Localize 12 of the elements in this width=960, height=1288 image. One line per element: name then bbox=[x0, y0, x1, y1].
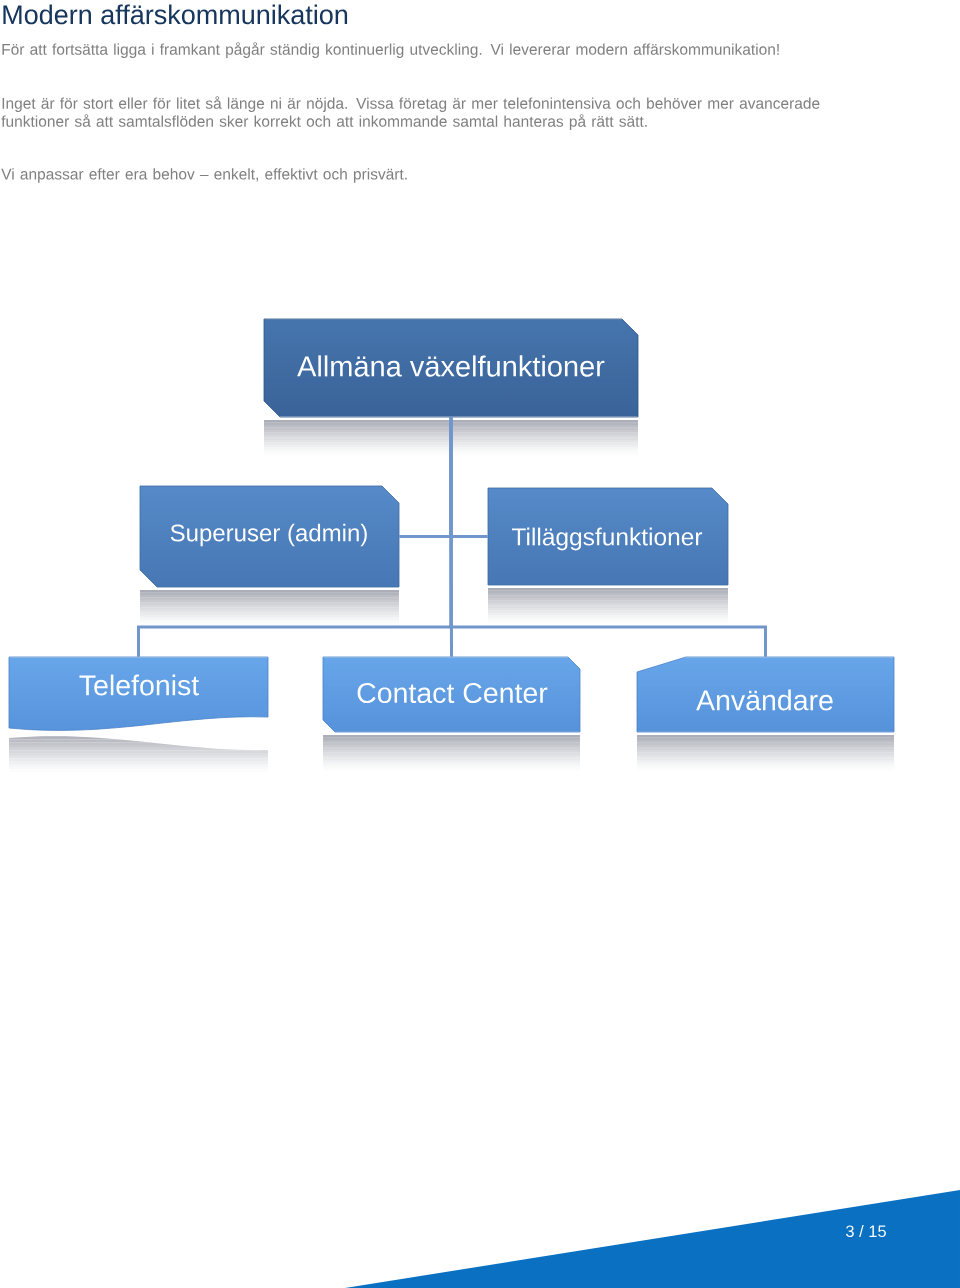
body-paragraph: Inget är för stort eller för litet så länge ni är nöjda. Vissa företag är mer telefonintensiva och behöver mer avancerade funktioner så att samtalsflöden sker korrekt och att inkommande samtal hanteras på rätt sätt. bbox=[1, 96, 820, 130]
org-chart-box: Användare bbox=[636, 656, 895, 733]
org-chart-box: Contact Center bbox=[322, 656, 581, 733]
org-chart-box: Tilläggsfunktioner bbox=[487, 487, 729, 586]
body-paragraph: Vi anpassar efter era behov – enkelt, effektivt och prisvärt. bbox=[1, 168, 407, 183]
org-chart-box: Telefonist bbox=[8, 656, 269, 731]
org-chart-box: Allmäna växelfunktioner bbox=[263, 318, 639, 418]
body-paragraph: För att fortsätta ligga i framkant pågår ständig kontinuerlig utveckling. Vi levererar modern affärskommunikation! bbox=[2, 42, 779, 58]
connector-line bbox=[449, 417, 767, 657]
page-title: Modern affärskommunikation bbox=[3, 4, 348, 25]
page-number: 3 / 15 bbox=[846, 1224, 886, 1238]
org-chart-box: Superuser (admin) bbox=[139, 485, 400, 588]
